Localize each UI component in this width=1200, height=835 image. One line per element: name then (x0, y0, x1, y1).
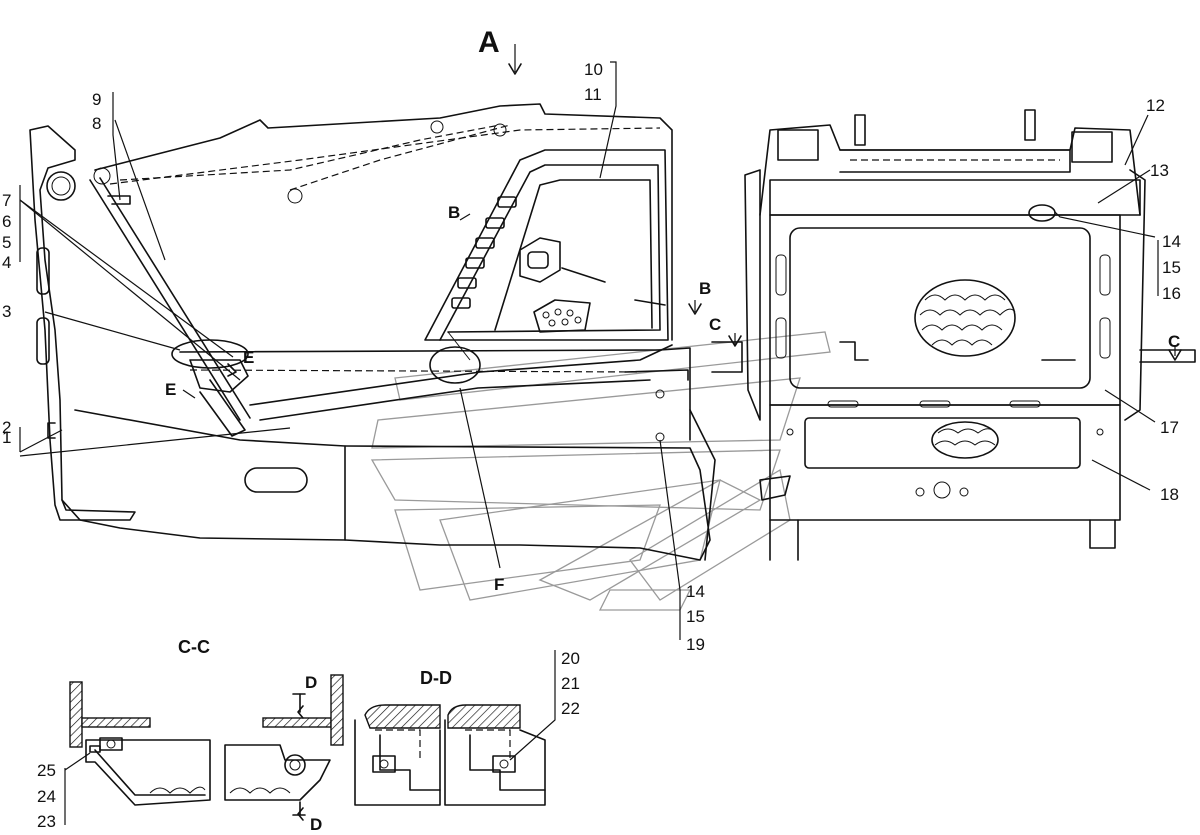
view-label-d2: D (310, 815, 322, 834)
section-arrows (227, 63, 1182, 821)
section-title-cc: C-C (178, 637, 210, 657)
callout-4: 4 (2, 253, 11, 272)
callout-18: 18 (1160, 485, 1179, 504)
callout-5: 5 (2, 233, 11, 252)
view-label-f: F (494, 575, 504, 594)
view-label-d1: D (305, 673, 317, 692)
callout-23: 23 (37, 812, 56, 831)
watermark (370, 331, 831, 611)
view-label-e1: E (243, 348, 254, 367)
callout-21: 21 (561, 674, 580, 693)
pad-holes (542, 308, 582, 327)
labels: A B B C C E E F D D C-C D-D 1 2 3 4 5 6 … (2, 26, 1181, 834)
view-label-b1: B (448, 203, 460, 222)
callout-17: 17 (1160, 418, 1179, 437)
callout-11: 11 (584, 85, 602, 104)
callout-15a: 15 (1162, 258, 1181, 277)
callout-10: 10 (584, 60, 603, 79)
callout-12: 12 (1146, 96, 1165, 115)
callout-1: 1 (2, 428, 11, 447)
callout-22: 22 (561, 699, 580, 718)
callout-7: 7 (2, 191, 11, 210)
callout-19: 19 (686, 635, 705, 654)
view-label-a: A (478, 26, 500, 59)
callout-6: 6 (2, 212, 11, 231)
door-buttons (451, 196, 517, 309)
callout-9: 9 (92, 90, 101, 109)
view-label-c2: C (1168, 332, 1180, 351)
view-label-e2: E (165, 380, 176, 399)
callout-25: 25 (37, 761, 56, 780)
callout-20: 20 (561, 649, 580, 668)
section-cc (69, 674, 344, 816)
callout-16: 16 (1162, 284, 1181, 303)
callout-3: 3 (2, 302, 11, 321)
callout-24: 24 (37, 787, 56, 806)
view-label-b2: B (699, 279, 711, 298)
callout-15b: 15 (686, 607, 705, 626)
section-title-dd: D-D (420, 668, 452, 688)
side-view-cab (29, 103, 743, 561)
callout-14a: 14 (1162, 232, 1181, 251)
view-label-c1: C (709, 315, 721, 334)
callout-14b: 14 (686, 582, 705, 601)
grill-pattern (919, 294, 1016, 346)
rear-view-cab (744, 109, 1196, 561)
callout-13: 13 (1150, 161, 1169, 180)
callout-8: 8 (92, 114, 101, 133)
callout-2: 2 (2, 418, 11, 437)
leader-lines (19, 44, 1176, 825)
